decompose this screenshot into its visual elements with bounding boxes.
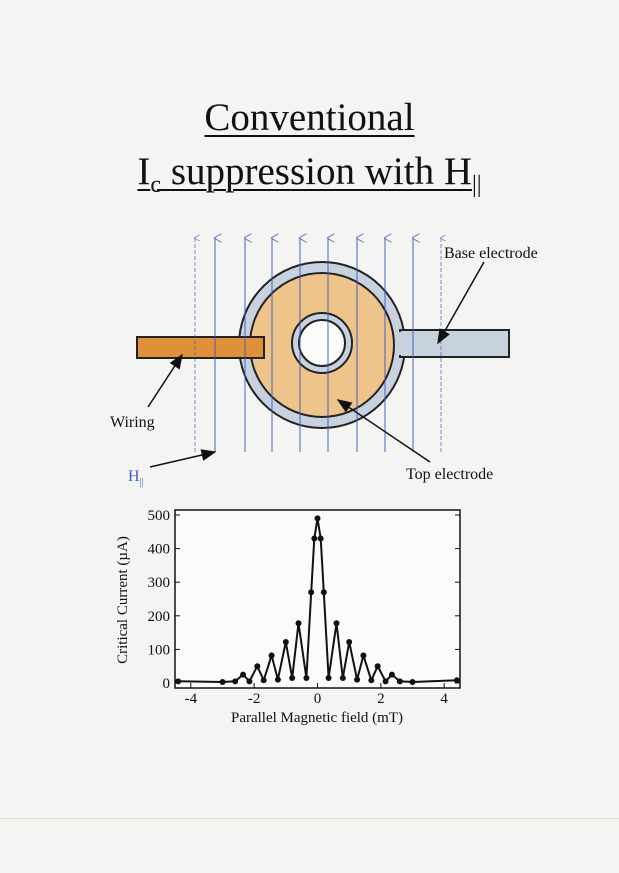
x-tick-label: -4 (185, 691, 198, 707)
page-edge (0, 818, 619, 819)
title-line-1: Conventional (0, 96, 619, 140)
chart: -4 -2 0 2 4 0 100 200 300 400 500 Parallel Magneti… (115, 508, 461, 726)
data-point (374, 663, 381, 670)
data-point (396, 678, 403, 685)
title-ic-sub: c (150, 172, 162, 198)
data-point (295, 620, 302, 627)
data-point (314, 515, 321, 522)
data-point (339, 674, 346, 681)
x-tick-label: 4 (440, 691, 448, 707)
field-label-main: H (128, 468, 140, 485)
center-hole (298, 319, 346, 367)
data-point (246, 678, 253, 685)
data-point (388, 671, 395, 678)
data-point (289, 674, 296, 681)
data-point (311, 535, 318, 542)
data-point (274, 676, 281, 683)
data-point (219, 678, 226, 685)
base-electrode-label: Base electrode (444, 245, 538, 262)
data-point (175, 678, 182, 685)
title-rest: suppression with H (161, 150, 472, 193)
title-text: Conventional (204, 96, 415, 139)
data-point (320, 589, 327, 596)
data-point (303, 674, 310, 681)
base-electrode-joint (398, 332, 404, 355)
title-line-2: Ic suppression with H|| (0, 150, 619, 207)
data-point (282, 639, 289, 646)
field-label: H|| (128, 468, 144, 488)
data-point (453, 677, 460, 684)
data-point (268, 652, 275, 659)
data-point (368, 677, 375, 684)
y-axis-label: Critical Current (µA) (115, 536, 131, 664)
data-point (346, 639, 353, 646)
data-point (360, 652, 367, 659)
data-point (325, 674, 332, 681)
x-tick-label: 0 (314, 691, 322, 707)
data-point (317, 535, 324, 542)
data-point (354, 676, 361, 683)
y-tick-label: 300 (148, 575, 171, 591)
data-point (254, 663, 261, 670)
x-tick-label: -2 (248, 691, 261, 707)
title-h-sub: || (471, 172, 482, 198)
field-lines-front (195, 238, 441, 452)
y-tick-label: 500 (148, 508, 171, 524)
data-point (232, 678, 239, 685)
title-ic: I (137, 150, 151, 193)
field-label-sub: || (140, 477, 144, 488)
base-electrode-strip (399, 329, 510, 358)
y-tick-label: 100 (148, 642, 171, 658)
field-pointer (149, 449, 217, 468)
y-tick-label: 200 (148, 609, 171, 625)
data-point (260, 677, 267, 684)
x-tick-label: 2 (377, 691, 385, 707)
top-electrode-pointer (336, 399, 431, 463)
data-point (333, 620, 340, 627)
data-point (308, 589, 315, 596)
wiring-strip (136, 336, 265, 359)
wiring-pointer (147, 353, 183, 408)
base-electrode-pointer (437, 261, 485, 345)
x-axis-label: Parallel Magnetic field (mT) (231, 710, 403, 726)
y-tick-label: 0 (163, 676, 171, 692)
plot-area (174, 509, 461, 689)
top-electrode-label: Top electrode (406, 466, 493, 483)
data-point (409, 678, 416, 685)
data-point (240, 671, 247, 678)
y-tick-label: 400 (148, 542, 171, 558)
wiring-label: Wiring (110, 414, 155, 431)
data-point (382, 678, 389, 685)
